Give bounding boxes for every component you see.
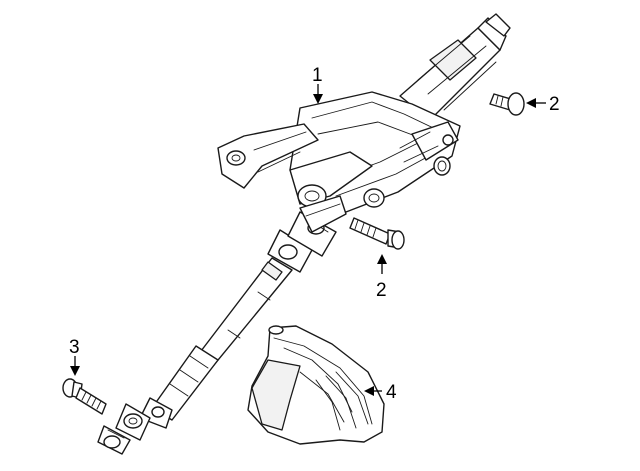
- arrow-4: [364, 386, 374, 396]
- bolt-2-lower: [349, 217, 405, 250]
- lower-u-joint: [97, 397, 173, 455]
- arrow-1: [313, 94, 323, 104]
- callout-4: 4: [386, 382, 397, 403]
- leader-lines: [70, 84, 546, 396]
- callout-2-lower: 2: [376, 280, 387, 301]
- callout-labels: 1 2 2 3 4: [69, 65, 560, 403]
- arrow-2-upper: [526, 98, 536, 108]
- bolt-2-upper: [489, 92, 525, 116]
- callout-2-upper: 2: [549, 94, 560, 115]
- callout-3: 3: [69, 337, 80, 358]
- arrow-3: [70, 366, 80, 376]
- bolt-3: [62, 378, 107, 415]
- intermediate-shaft: [151, 257, 293, 421]
- arrow-2-lower: [377, 254, 387, 264]
- steering-column-housing: [217, 13, 511, 233]
- callout-1: 1: [312, 65, 323, 86]
- column-boot: [247, 325, 385, 445]
